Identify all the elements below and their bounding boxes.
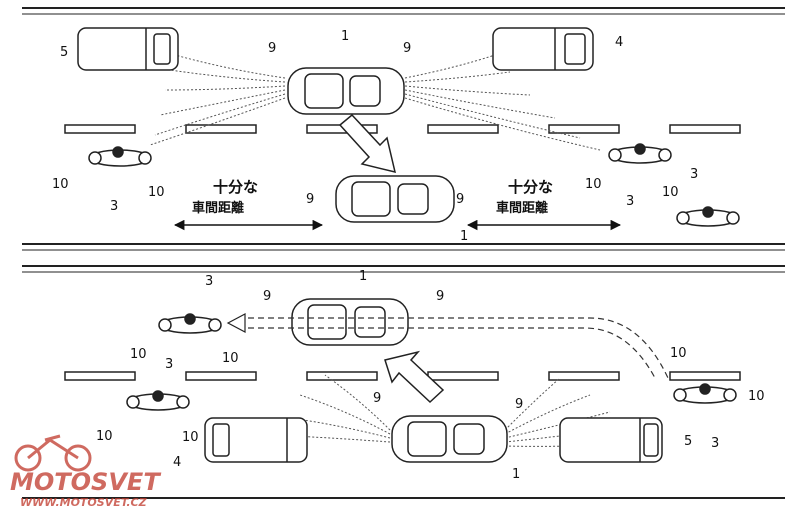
trajectory-arrowhead bbox=[226, 313, 246, 333]
host-car-bottom bbox=[391, 415, 508, 463]
ref-9: 9 bbox=[373, 391, 381, 406]
lane-markings-top bbox=[64, 124, 741, 134]
motosvet-watermark: MOTOSVET WWW.MOTOSVET.CZ bbox=[10, 434, 161, 509]
reference-numerals: 5 1 9 9 4 10 3 10 9 9 1 10 3 10 3 3 1 9 … bbox=[52, 29, 765, 482]
ref-10: 10 bbox=[748, 389, 765, 404]
trajectory-path bbox=[238, 317, 669, 379]
lane-markings-bottom bbox=[64, 371, 741, 381]
host-car-top bbox=[287, 67, 405, 115]
ref-10: 10 bbox=[182, 430, 199, 445]
ref-4: 4 bbox=[615, 35, 623, 50]
truck-4-top bbox=[492, 27, 594, 71]
truck-5-bottom bbox=[559, 417, 663, 463]
ref-10: 10 bbox=[585, 177, 602, 192]
ref-9: 9 bbox=[456, 192, 464, 207]
host-car-middle bbox=[335, 175, 455, 223]
distance-label-right: 車間距離 bbox=[496, 200, 548, 216]
ref-10: 10 bbox=[96, 429, 113, 444]
watermark-url: WWW.MOTOSVET.CZ bbox=[20, 496, 148, 509]
truck-5-top bbox=[77, 27, 179, 71]
ref-3: 3 bbox=[690, 167, 698, 182]
motorcycle-right-bottom bbox=[673, 383, 737, 404]
ref-3: 3 bbox=[626, 194, 634, 209]
lane-change-arrow-top bbox=[338, 113, 397, 174]
lane-change-arrow-bottom bbox=[384, 350, 445, 404]
ref-5: 5 bbox=[684, 434, 692, 449]
ref-10: 10 bbox=[52, 177, 69, 192]
sufficient-label-right: 十分な bbox=[508, 178, 553, 196]
ref-9: 9 bbox=[263, 289, 271, 304]
ref-9: 9 bbox=[515, 397, 523, 412]
ref-10: 10 bbox=[130, 347, 147, 362]
ref-10: 10 bbox=[222, 351, 239, 366]
sensor-waves bbox=[149, 54, 661, 447]
watermark-brand: MOTOSVET bbox=[10, 468, 161, 496]
ref-9: 9 bbox=[436, 289, 444, 304]
ref-1: 1 bbox=[359, 269, 367, 284]
motorcycle-logo-icon bbox=[14, 434, 92, 472]
ref-5: 5 bbox=[60, 45, 68, 60]
ref-3: 3 bbox=[711, 436, 719, 451]
ref-1: 1 bbox=[460, 229, 468, 244]
ref-10: 10 bbox=[670, 346, 687, 361]
ref-3: 3 bbox=[165, 357, 173, 372]
ref-3: 3 bbox=[205, 274, 213, 289]
road-borders bbox=[22, 7, 785, 499]
motorcycle-left-bottom-lower bbox=[126, 390, 190, 411]
motorcycle-left-top bbox=[88, 146, 152, 167]
japanese-labels: 十分な 車間距離 十分な 車間距離 bbox=[192, 178, 553, 216]
ref-9: 9 bbox=[403, 41, 411, 56]
motorcycle-right-top bbox=[608, 143, 672, 164]
host-car-bottom-top bbox=[291, 298, 409, 346]
ref-3: 3 bbox=[110, 199, 118, 214]
motorcycle-left-bottom-upper bbox=[158, 313, 222, 334]
truck-4-bottom bbox=[204, 417, 308, 463]
ref-9: 9 bbox=[306, 192, 314, 207]
ref-10: 10 bbox=[662, 185, 679, 200]
ref-10: 10 bbox=[148, 185, 165, 200]
sufficient-label-left: 十分な bbox=[213, 178, 258, 196]
ref-4: 4 bbox=[173, 455, 181, 470]
motorcycle-far-right-top bbox=[676, 206, 740, 227]
ref-9: 9 bbox=[268, 41, 276, 56]
distance-label-left: 車間距離 bbox=[192, 200, 244, 216]
ref-1: 1 bbox=[341, 29, 349, 44]
ref-1: 1 bbox=[512, 467, 520, 482]
